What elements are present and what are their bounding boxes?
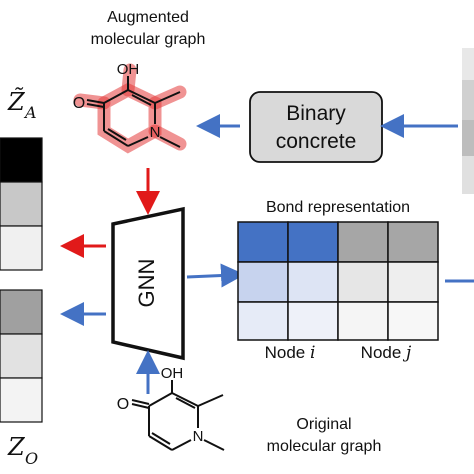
bond-cell — [337, 261, 389, 303]
original-atom-label-n: N — [193, 428, 204, 445]
bond-representation-title: Bond representation — [266, 199, 410, 216]
bond-cell — [337, 221, 389, 263]
original-caption-line1: Original — [296, 416, 351, 433]
z-o-subscript: O — [25, 449, 38, 468]
bond-cell — [287, 301, 339, 341]
bond-cell — [387, 261, 439, 303]
bond-cell — [387, 301, 439, 341]
bond-cell — [287, 261, 339, 303]
bond-cell — [237, 301, 289, 341]
node-i-label: Node i — [265, 343, 316, 363]
z-a-subscript: A — [23, 103, 37, 122]
binary-concrete-line2: concrete — [276, 130, 357, 153]
gnn-label: GNN — [134, 259, 159, 308]
partial-strip — [462, 48, 474, 194]
augmented-highlight — [73, 63, 187, 154]
binary-concrete-line1: Binary — [286, 102, 346, 125]
bond-cell — [337, 301, 389, 341]
z-a-column — [0, 137, 43, 271]
z-o-column — [0, 289, 43, 423]
gnn-block — [111, 206, 185, 361]
original-atom-label-oh: OH — [161, 365, 184, 382]
bond-cell — [387, 221, 439, 263]
z-a-cell — [0, 181, 43, 227]
original-atom-label-o: O — [117, 396, 129, 413]
z-a-letter: Z̃ — [7, 88, 26, 116]
atom-label-o: O — [73, 95, 85, 112]
bond-cell — [237, 261, 289, 303]
node-j-label: Node j — [361, 343, 412, 363]
z-a-cell — [0, 137, 43, 183]
bond-cell — [237, 221, 289, 263]
bond-cell — [287, 221, 339, 263]
bond-representation-grid — [237, 221, 439, 341]
augmented-bonds — [86, 76, 181, 148]
augmented-caption-line1: Augmented — [107, 9, 189, 26]
arrow-gnn-to-bond-representation — [186, 263, 245, 288]
original-bonds — [131, 380, 225, 451]
atom-label-oh: OH — [117, 61, 140, 78]
z-o-cell — [0, 289, 43, 335]
augmented-caption-line2: molecular graph — [91, 31, 206, 48]
z-o-cell — [0, 377, 43, 423]
original-molecule: OH O N — [117, 365, 225, 451]
augmented-molecule: OH O N — [73, 61, 187, 154]
z-o-letter: Z — [7, 433, 26, 461]
z-o-label: Z O — [7, 433, 38, 468]
z-a-label: Z̃ A — [7, 88, 37, 122]
original-caption-line2: molecular graph — [267, 438, 382, 455]
z-o-cell — [0, 333, 43, 379]
z-a-cell — [0, 225, 43, 271]
atom-label-n: N — [150, 124, 161, 141]
